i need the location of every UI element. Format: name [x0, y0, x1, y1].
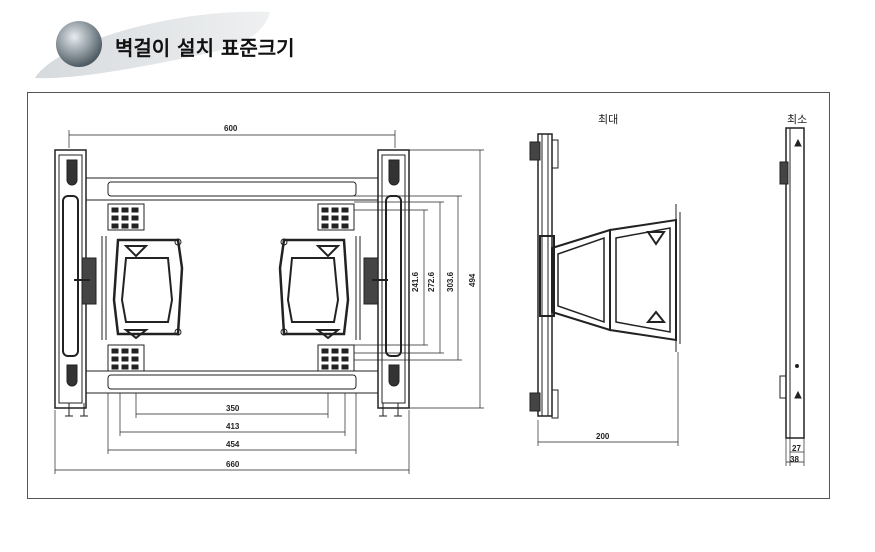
dim-454: 454 — [226, 440, 240, 449]
sphere-icon — [56, 21, 102, 67]
dim-272: 272.6 — [427, 271, 436, 292]
header-graphic — [35, 11, 270, 79]
dim-494: 494 — [468, 273, 477, 287]
max-view-label: 최대 — [598, 114, 619, 126]
dim-413: 413 — [226, 422, 240, 431]
drawing-frame — [27, 92, 830, 499]
dim-241: 241.6 — [411, 271, 420, 292]
side-view-max — [529, 133, 681, 446]
dim-660: 660 — [226, 460, 240, 469]
min-view-label: 최소 — [787, 114, 808, 126]
side-view-min — [779, 127, 805, 466]
page-title: 벽걸이 설치 표준크기 — [115, 36, 295, 60]
header-banner: 벽걸이 설치 표준크기 — [0, 0, 875, 90]
dim-38: 38 — [790, 455, 799, 464]
dim-350: 350 — [226, 404, 240, 413]
dim-303: 303.6 — [446, 271, 455, 292]
front-view — [54, 130, 484, 474]
dim-top-600: 600 — [224, 124, 238, 133]
dim-200: 200 — [596, 432, 610, 441]
dim-27: 27 — [792, 444, 801, 453]
